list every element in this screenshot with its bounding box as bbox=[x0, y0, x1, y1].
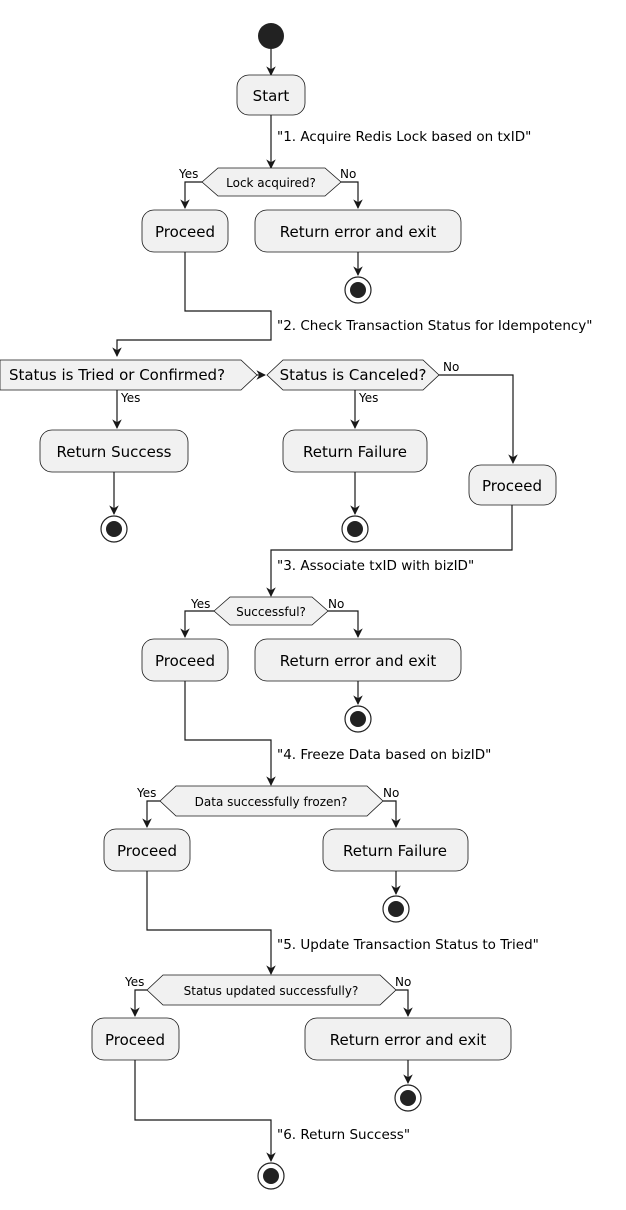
step-5-label: "5. Update Transaction Status to Tried" bbox=[277, 937, 539, 953]
edge-to-status-check bbox=[112, 252, 272, 357]
start-activity: Start bbox=[236, 74, 306, 116]
final-end-node bbox=[257, 1162, 285, 1190]
end-node-4 bbox=[344, 705, 372, 733]
updated-yes-label: Yes bbox=[124, 975, 144, 989]
edge-canceled-no bbox=[439, 374, 518, 464]
end-node-5 bbox=[382, 895, 410, 923]
start-node bbox=[258, 23, 284, 49]
edge-to-final bbox=[134, 1060, 276, 1162]
successful-proceed-activity: Proceed bbox=[141, 638, 229, 682]
edge-updated-no bbox=[396, 989, 413, 1017]
updated-decision-label: Status updated successfully? bbox=[184, 984, 359, 998]
lock-decision-label: Lock acquired? bbox=[226, 176, 316, 190]
successful-no-label: No bbox=[328, 597, 344, 611]
successful-return-error-activity: Return error and exit bbox=[254, 638, 462, 682]
successful-proceed-label: Proceed bbox=[155, 652, 215, 670]
edge-lock-yes bbox=[180, 181, 202, 209]
tried-confirmed-decision: Status is Tried or Confirmed? bbox=[0, 359, 258, 391]
edge-updated-yes bbox=[130, 989, 147, 1017]
step-6-label: "6. Return Success" bbox=[277, 1127, 410, 1143]
lock-proceed-label: Proceed bbox=[155, 223, 215, 241]
step-3-label: "3. Associate txID with bizID" bbox=[277, 558, 474, 574]
successful-decision-label: Successful? bbox=[236, 605, 306, 619]
canceled-decision-label: Status is Canceled? bbox=[280, 366, 427, 384]
frozen-decision: Data successfully frozen? bbox=[159, 785, 384, 817]
step-2-label: "2. Check Transaction Status for Idempot… bbox=[277, 318, 593, 334]
return-success-label: Return Success bbox=[57, 443, 172, 461]
canceled-decision: Status is Canceled? bbox=[266, 359, 440, 391]
updated-return-error-activity: Return error and exit bbox=[304, 1017, 512, 1061]
frozen-proceed-activity: Proceed bbox=[103, 828, 191, 872]
updated-return-error-label: Return error and exit bbox=[330, 1031, 487, 1049]
successful-decision: Successful? bbox=[213, 596, 329, 626]
successful-return-error-label: Return error and exit bbox=[280, 652, 437, 670]
status-proceed-activity: Proceed bbox=[468, 464, 557, 506]
return-failure-label-2: Return Failure bbox=[343, 842, 447, 860]
end-node-6 bbox=[394, 1084, 422, 1112]
edge-to-update bbox=[146, 871, 276, 975]
edge-lock-no bbox=[341, 181, 363, 209]
lock-no-label: No bbox=[340, 167, 356, 181]
frozen-yes-label: Yes bbox=[136, 786, 156, 800]
end-node-3 bbox=[341, 515, 369, 543]
successful-yes-label: Yes bbox=[190, 597, 210, 611]
end-node-2 bbox=[100, 515, 128, 543]
lock-decision: Lock acquired? bbox=[201, 167, 342, 197]
canceled-no-label: No bbox=[443, 360, 459, 374]
tried-yes-label: Yes bbox=[120, 391, 140, 405]
edge-successful-yes bbox=[180, 610, 214, 638]
return-failure-label-1: Return Failure bbox=[303, 443, 407, 461]
edge-frozen-no bbox=[383, 800, 401, 828]
edge-successful-no bbox=[328, 610, 363, 638]
updated-decision: Status updated successfully? bbox=[146, 974, 397, 1006]
edge-to-associate bbox=[266, 505, 513, 597]
lock-return-error-activity: Return error and exit bbox=[254, 209, 462, 253]
status-proceed-label: Proceed bbox=[482, 477, 542, 495]
updated-no-label: No bbox=[395, 975, 411, 989]
step-4-label: "4. Freeze Data based on bizID" bbox=[277, 747, 491, 763]
end-node-1 bbox=[344, 276, 372, 304]
lock-return-error-label: Return error and exit bbox=[280, 223, 437, 241]
updated-proceed-activity: Proceed bbox=[91, 1017, 180, 1061]
return-failure-activity-2: Return Failure bbox=[322, 828, 469, 872]
step-1-label: "1. Acquire Redis Lock based on txID" bbox=[277, 129, 531, 145]
updated-proceed-label: Proceed bbox=[105, 1031, 165, 1049]
edge-frozen-yes bbox=[142, 800, 160, 828]
edge-to-freeze bbox=[184, 681, 276, 786]
return-failure-activity-1: Return Failure bbox=[282, 429, 428, 473]
frozen-decision-label: Data successfully frozen? bbox=[195, 795, 348, 809]
lock-yes-label: Yes bbox=[178, 167, 198, 181]
tried-confirmed-decision-label: Status is Tried or Confirmed? bbox=[9, 366, 225, 384]
frozen-no-label: No bbox=[383, 786, 399, 800]
return-success-activity: Return Success bbox=[39, 429, 189, 473]
start-activity-label: Start bbox=[253, 87, 290, 105]
frozen-proceed-label: Proceed bbox=[117, 842, 177, 860]
canceled-yes-label: Yes bbox=[358, 391, 378, 405]
lock-proceed-activity: Proceed bbox=[141, 209, 229, 253]
